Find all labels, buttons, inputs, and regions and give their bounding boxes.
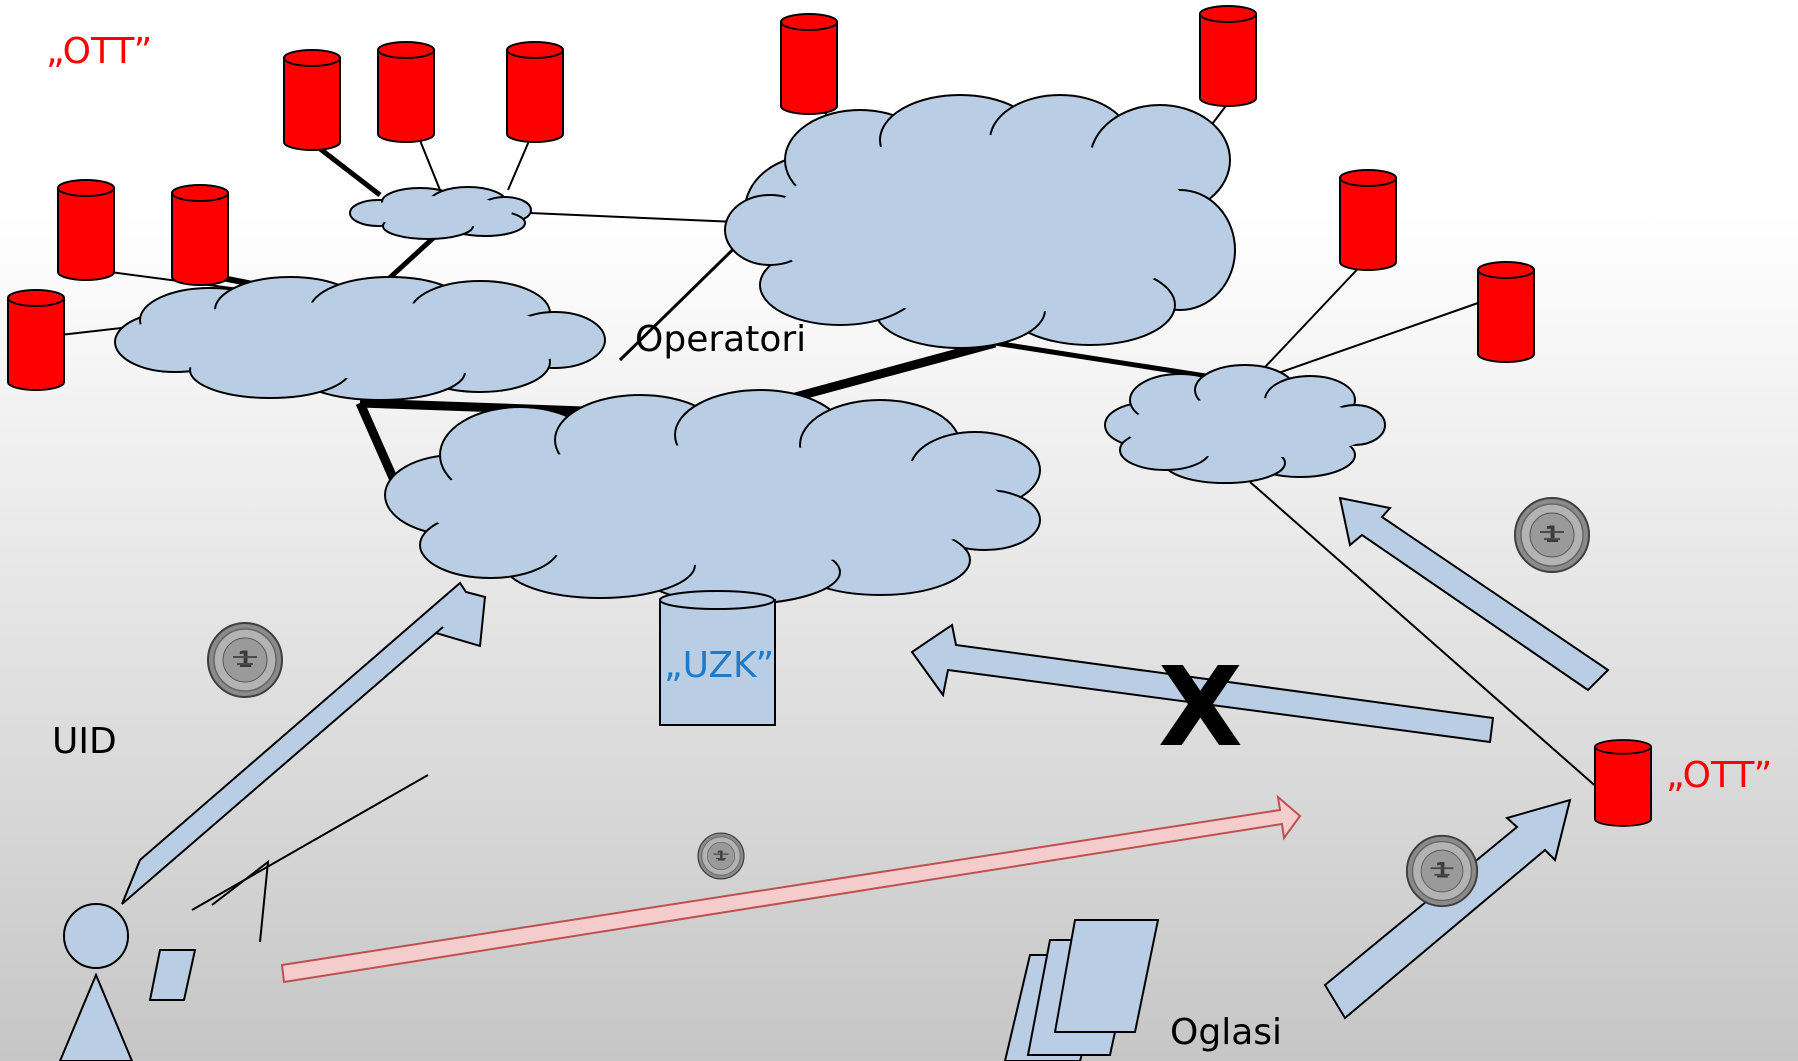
uzk-label: „UZK” [664,645,775,686]
coin-icon [207,622,283,698]
server-icon [57,179,115,281]
arrow-ott-to-cloud-right [1338,496,1610,692]
arrow-ott-to-network-blocked [910,623,1495,744]
server-icon [377,41,435,143]
cloud-top-right [724,94,1236,349]
oglasi-label: Oglasi [1170,1012,1283,1053]
server-icon [1199,5,1257,107]
blocked-x-mark: X [1158,643,1243,771]
payment-arrow-user-to-ott [280,794,1302,984]
coin-icon [1405,834,1479,908]
user-figure-icon [58,903,134,1061]
server-icon [506,41,564,143]
server-icon [780,13,838,115]
coin-icon [697,832,745,880]
arrow-user-to-network [121,581,487,905]
user-device-icon [148,949,197,1001]
ott-label-top: „OTT” [46,31,153,72]
cloud-left [114,276,606,401]
cloud-right [1104,364,1386,484]
ads-documents-icon [1003,919,1160,1061]
uzk-storage-cylinder [659,590,776,726]
server-icon [1339,169,1397,271]
server-icon [7,289,65,391]
ott-label-right: „OTT” [1666,755,1773,796]
server-icon [171,184,229,286]
uid-label: UID [52,721,117,762]
operatori-label: Operatori [635,319,807,360]
arrow-ads-to-ott [1323,798,1572,1020]
server-icon [283,49,341,151]
server-icon [1594,739,1652,827]
server-icon [1477,261,1535,363]
cloud-bottom [384,389,1041,605]
cloud-small-top [349,186,532,240]
coin-icon [1514,497,1590,573]
